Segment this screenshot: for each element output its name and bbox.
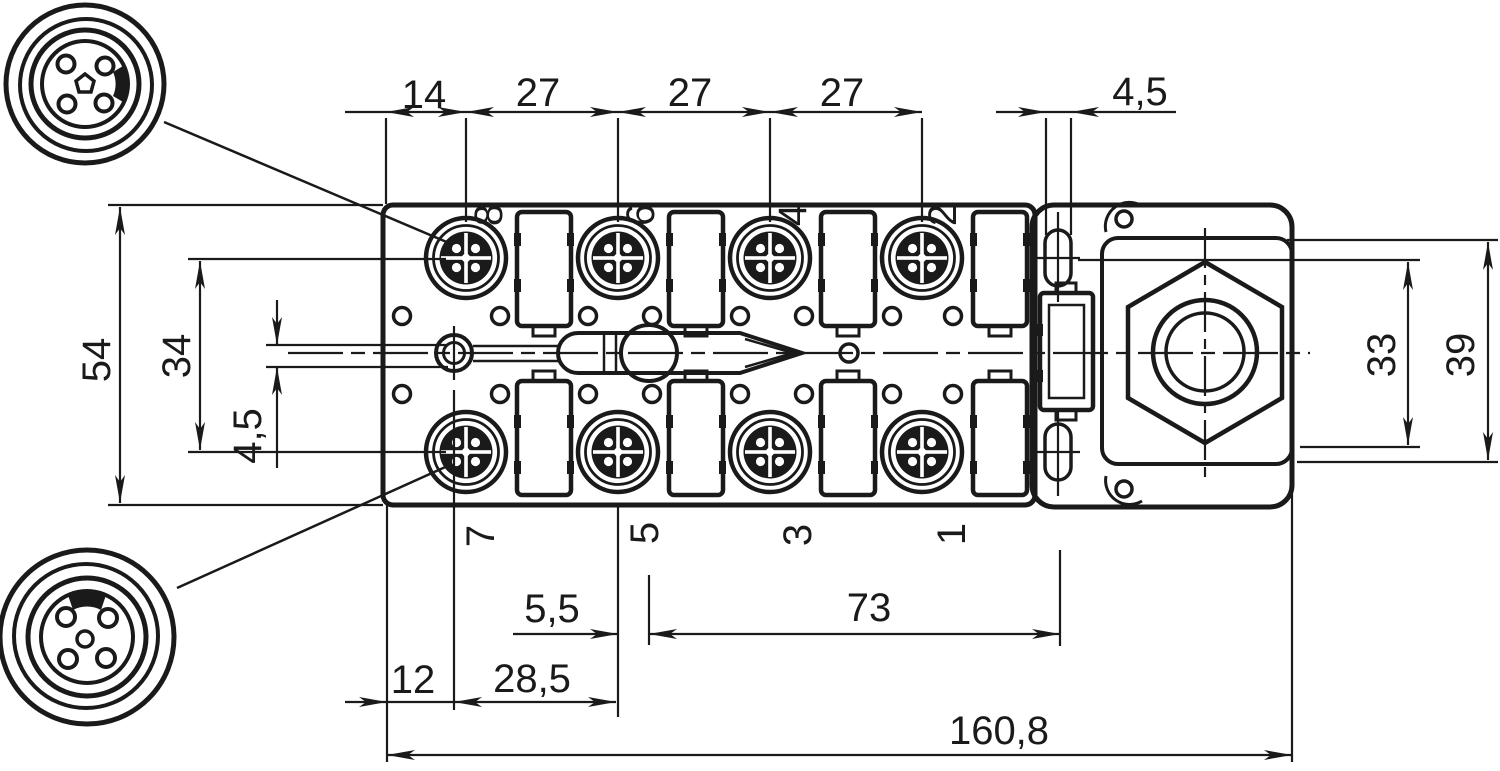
cable-gland-hex xyxy=(1125,228,1285,478)
dim-label-27-a: 27 xyxy=(515,71,561,115)
dim-label-14: 14 xyxy=(401,73,447,117)
housing-outline xyxy=(380,202,1295,510)
dim-label-5-5: 5,5 xyxy=(524,587,580,631)
leader-line-top xyxy=(163,120,450,245)
mounting-slots-right xyxy=(1036,212,1080,496)
dim-label-39: 39 xyxy=(1439,332,1483,378)
dim-label-54: 54 xyxy=(75,337,119,383)
m12-connector-detail-top xyxy=(3,2,167,166)
port-label-1: 1 xyxy=(930,522,974,546)
dim-label-160-8: 160,8 xyxy=(948,709,1050,753)
dim-label-28-5: 28,5 xyxy=(493,657,571,701)
leader-line-bottom xyxy=(176,462,453,590)
bus-module xyxy=(1036,281,1096,422)
dim-label-27-c: 27 xyxy=(819,71,865,115)
port-label-7: 7 xyxy=(459,524,503,548)
port-label-5: 5 xyxy=(623,521,667,545)
dim-label-4-5-top: 4,5 xyxy=(1112,70,1168,114)
corner-screws xyxy=(1103,200,1143,506)
port-label-4: 4 xyxy=(771,203,815,227)
port-label-8: 8 xyxy=(467,203,511,227)
dim-label-12: 12 xyxy=(390,658,436,702)
dimension-lines xyxy=(108,107,1498,762)
m12-ports-top-row xyxy=(426,218,962,298)
dim-label-27-b: 27 xyxy=(667,71,713,115)
mounting-hole-left xyxy=(434,326,474,380)
dim-label-34: 34 xyxy=(155,333,199,379)
m12-connector-detail-bottom xyxy=(0,547,177,727)
port-label-3: 3 xyxy=(776,523,820,547)
dim-label-73: 73 xyxy=(846,586,892,630)
port-label-2: 2 xyxy=(921,203,965,227)
m12-ports-bottom-row xyxy=(426,412,962,492)
dim-label-33: 33 xyxy=(1360,332,1404,378)
port-label-6: 6 xyxy=(619,203,663,227)
dim-label-4-5-left: 4,5 xyxy=(226,408,270,464)
